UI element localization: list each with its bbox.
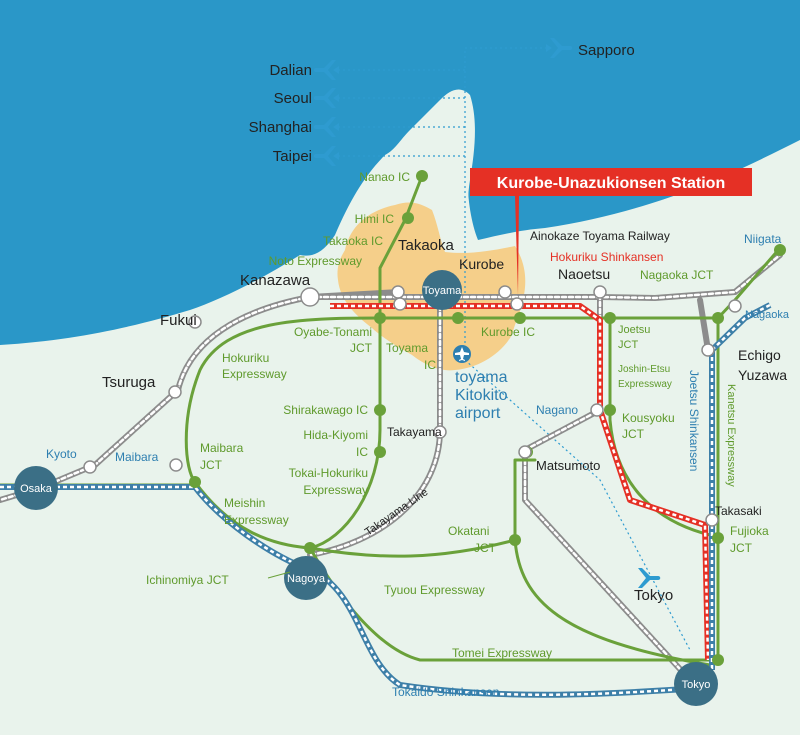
- label-kurobe: Kurobe: [459, 256, 504, 272]
- label-joetsu-1: Joetsu: [618, 324, 650, 336]
- toyama-badge[interactable]: Toyama: [422, 270, 462, 310]
- label-himi-ic: Himi IC: [355, 212, 395, 226]
- label-hokuriku-exp-2: Expressway: [222, 367, 287, 381]
- label-hokuriku-exp-1: Hokuriku: [222, 351, 269, 365]
- air-routes: [336, 47, 691, 651]
- label-meishin-1: Meishin: [224, 496, 265, 510]
- label-toyama-ic-1: Toyama: [386, 341, 428, 355]
- label-tokaido-shinkansen: Tokaido Shinkansen: [392, 685, 499, 699]
- label-kyoto: Kyoto: [46, 447, 77, 461]
- label-hida-2: IC: [356, 445, 368, 459]
- label-hokuriku-shinkansen: Hokuriku Shinkansen: [550, 250, 663, 264]
- label-maibara-jct-1: Maibara: [200, 441, 244, 455]
- label-nagano: Nagano: [536, 403, 578, 417]
- label-fukui: Fukui: [160, 312, 197, 329]
- dest-shanghai: Shanghai: [249, 119, 312, 136]
- osaka-label: Osaka: [20, 483, 53, 495]
- highlight-callout: Kurobe-Unazukionsen Station: [470, 168, 752, 295]
- label-takayama: Takayama: [387, 425, 442, 439]
- label-oyabe-2: JCT: [350, 341, 373, 355]
- dest-seoul: Seoul: [274, 90, 312, 107]
- label-tokai-2: Expressway: [303, 483, 368, 497]
- label-ichinomiya-jct: Ichinomiya JCT: [146, 573, 229, 587]
- nagoya-badge[interactable]: Nagoya: [284, 556, 328, 600]
- label-tomei-expressway: Tomei Expressway: [452, 646, 552, 660]
- label-matsumoto: Matsumoto: [536, 458, 600, 473]
- label-hida-1: Hida-Kiyomi: [303, 428, 368, 442]
- map-labels: Nanao IC Himi IC Takaoka IC Takaoka Noto…: [46, 170, 790, 699]
- dest-dalian: Dalian: [269, 62, 312, 79]
- label-echigo-1: Echigo: [738, 347, 781, 363]
- sea: [0, 0, 800, 345]
- airport-airplane-icon: [455, 347, 469, 361]
- label-maibara-jct-2: JCT: [200, 458, 223, 472]
- label-oyabe-1: Oyabe-Tonami: [294, 325, 372, 339]
- label-kanetsu-expressway: Kanetsu Expressway: [725, 384, 737, 487]
- ichinomiya-leader: [267, 571, 291, 579]
- label-kousyoku-1: Kousyoku: [622, 411, 675, 425]
- label-kousyoku-2: JCT: [622, 427, 645, 441]
- expressway-nodes: [189, 170, 786, 666]
- label-maibara: Maibara: [115, 450, 159, 464]
- label-fujioka-2: JCT: [730, 541, 753, 555]
- label-joshin-2: Expressway: [618, 379, 672, 390]
- air-arrows: [333, 44, 552, 160]
- label-echigo-2: Yuzawa: [738, 367, 787, 383]
- label-niigata: Niigata: [744, 232, 782, 246]
- label-tsuruga: Tsuruga: [102, 374, 156, 391]
- label-tokai-1: Tokai-Hokuriku: [289, 466, 368, 480]
- label-toyama-ic-2: IC: [424, 358, 436, 372]
- label-tyuou-expressway: Tyuou Expressway: [384, 583, 485, 597]
- label-joetsu-shinkansen: Joetsu Shinkansen: [687, 370, 701, 471]
- airplane-icon: [313, 38, 661, 588]
- dest-taipei: Taipei: [273, 148, 312, 165]
- label-meishin-2: Expressway: [224, 513, 289, 527]
- label-kanazawa: Kanazawa: [240, 272, 311, 289]
- tokyo-badge[interactable]: Tokyo: [674, 662, 718, 706]
- airport-line1: toyama: [455, 369, 508, 386]
- label-fujioka-1: Fujioka: [730, 524, 769, 538]
- label-takaoka-ic: Takaoka IC: [323, 234, 383, 248]
- highlight-label: Kurobe-Unazukionsen Station: [497, 175, 725, 192]
- nagoya-label: Nagoya: [287, 573, 326, 585]
- dest-sapporo: Sapporo: [578, 42, 635, 59]
- toyama-label: Toyama: [423, 285, 462, 297]
- label-nanao-ic: Nanao IC: [359, 170, 410, 184]
- label-okatani-1: Okatani: [448, 524, 489, 538]
- station-nodes: [83, 285, 742, 527]
- toyama-airport[interactable]: toyama Kitokito airport: [453, 345, 508, 422]
- air-destinations: Sapporo Dalian Seoul Shanghai Taipei: [249, 38, 661, 588]
- label-okatani-2: JCT: [474, 541, 497, 555]
- label-takasaki: Takasaki: [715, 504, 762, 518]
- label-shirakawago-ic: Shirakawago IC: [283, 403, 368, 417]
- label-joshin-1: Joshin-Etsu: [618, 364, 670, 375]
- osaka-badge[interactable]: Osaka: [14, 466, 58, 510]
- label-nagaoka-jct: Nagaoka JCT: [640, 268, 714, 282]
- label-kurobe-ic: Kurobe IC: [481, 325, 535, 339]
- label-takaoka: Takaoka: [398, 237, 455, 254]
- label-nagaoka: Nagaoka: [745, 309, 790, 321]
- airport-line3: airport: [455, 405, 501, 422]
- tokyo-label: Tokyo: [682, 679, 711, 691]
- hokuriku-shinkansen-line: [330, 303, 711, 661]
- label-tokyo-air: Tokyo: [634, 587, 673, 604]
- label-joetsu-2: JCT: [618, 339, 638, 351]
- label-naoetsu: Naoetsu: [558, 266, 610, 282]
- airport-line2: Kitokito: [455, 387, 508, 404]
- blue-shinkansen-lines: [0, 302, 772, 698]
- label-noto-expressway: Noto Expressway: [269, 254, 362, 268]
- label-ainokaze: Ainokaze Toyama Railway: [530, 229, 670, 243]
